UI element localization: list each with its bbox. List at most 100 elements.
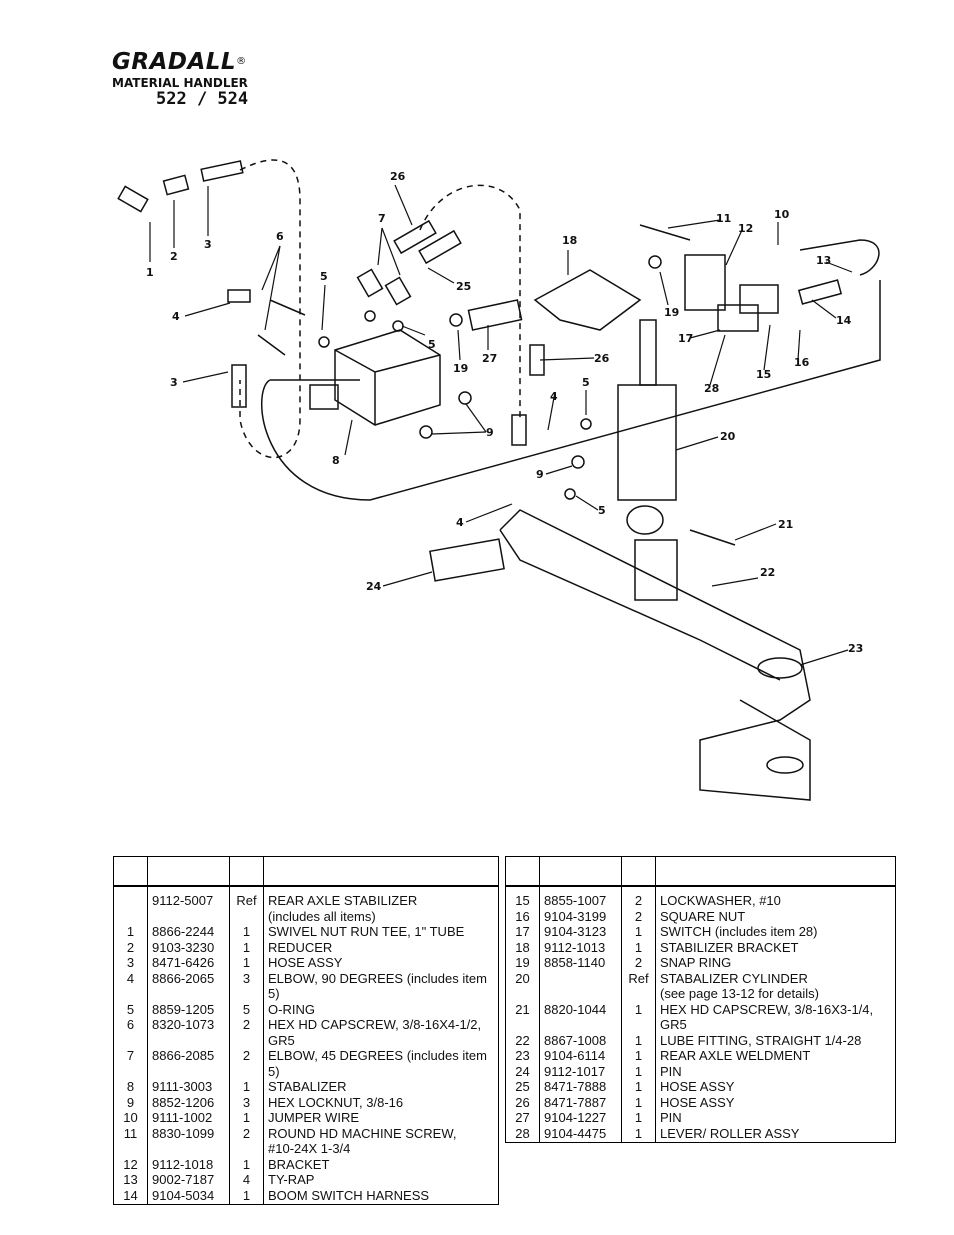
snap-ring-19a (449, 313, 463, 327)
item-number-cell: 4 (113, 970, 148, 1002)
item-number-cell: 24 (505, 1063, 540, 1079)
quantity-cell: 1 (229, 955, 264, 971)
item-number-cell: 23 (505, 1048, 540, 1064)
quantity-cell: 1 (621, 1094, 656, 1110)
part-number-cell: 8820-1044 (539, 1001, 622, 1033)
capscrew-21 (689, 529, 736, 546)
callout-label: 9 (486, 426, 494, 439)
quantity-cell: 1 (621, 1048, 656, 1064)
callout-label: 19 (453, 362, 468, 375)
pin-24 (429, 538, 505, 582)
hose-loop-26 (419, 184, 521, 420)
callout-label: 4 (550, 390, 558, 403)
stabilizer-cylinder-20 (617, 384, 677, 501)
callout-label: 5 (582, 376, 590, 389)
part-number-cell: 9112-1018 (147, 1156, 230, 1172)
part-number-cell: 9112-1013 (539, 939, 622, 955)
part-number-cell: 8471-7888 (539, 1079, 622, 1095)
boom-harness-14 (739, 284, 779, 314)
description-cell: JUMPER WIRE (263, 1110, 499, 1126)
part-number-cell: 8471-6426 (147, 955, 230, 971)
quantity-cell: 1 (621, 1125, 656, 1143)
callout-label: 11 (716, 212, 731, 225)
item-number-cell: 22 (505, 1032, 540, 1048)
hose-3-lower (231, 364, 247, 408)
hose-loop-top-left (239, 159, 301, 459)
callout-label: 7 (378, 212, 386, 225)
part-number-cell: 9104-5034 (147, 1187, 230, 1205)
tee-fitting-1 (117, 185, 149, 213)
part-number-cell: 8867-1008 (539, 1032, 622, 1048)
capscrew-6b (257, 334, 286, 356)
product-subtitle: MATERIAL HANDLER (112, 76, 248, 90)
o-ring-left (318, 336, 330, 348)
part-number-cell: 8852-1206 (147, 1094, 230, 1110)
quantity-cell: 1 (621, 1110, 656, 1126)
item-number-cell: 12 (113, 1156, 148, 1172)
stabilizer-bracket-18 (533, 269, 642, 331)
callout-label: 18 (562, 234, 577, 247)
quantity-cell: 2 (229, 1048, 264, 1079)
capscrew-6a (269, 299, 306, 316)
callout-label: 8 (332, 454, 340, 467)
callout-label: 9 (536, 468, 544, 481)
header-part-number (539, 856, 622, 887)
item-number-cell: 19 (505, 955, 540, 971)
quantity-cell: 2 (621, 955, 656, 971)
part-number-cell: 8866-2085 (147, 1048, 230, 1079)
callout-label: 20 (720, 430, 736, 443)
elbow-7-right (384, 276, 412, 306)
quantity-cell: 2 (229, 1017, 264, 1048)
item-number-cell: 13 (113, 1172, 148, 1188)
part-number-cell: 8320-1073 (147, 1017, 230, 1048)
item-number-cell: 2 (113, 939, 148, 955)
item-number-cell: 10 (113, 1110, 148, 1126)
callout-label: 5 (320, 270, 328, 283)
quantity-cell: 2 (229, 1125, 264, 1157)
part-number-cell: 8830-1099 (147, 1125, 230, 1157)
header-item (113, 856, 148, 887)
o-ring-right (392, 320, 404, 332)
o-ring-mid (580, 418, 592, 430)
o-ring-low (564, 488, 576, 500)
callout-label: 26 (594, 352, 610, 365)
quantity-cell: 1 (621, 1032, 656, 1048)
elbow-4-upper (227, 289, 251, 303)
header-qty (621, 856, 656, 887)
table-header-row (505, 856, 896, 887)
hose-end-3 (200, 160, 244, 182)
description-cell: LUBE FITTING, STRAIGHT 1/4-28 (655, 1032, 896, 1048)
callout-label: 12 (738, 222, 753, 235)
item-number-cell: 8 (113, 1079, 148, 1095)
part-number-cell: 9104-4475 (539, 1125, 622, 1143)
item-number-cell: 26 (505, 1094, 540, 1110)
description-cell: BRACKET (263, 1156, 499, 1172)
brand-name: GRADALL® (112, 49, 247, 75)
callout-label: 25 (456, 280, 471, 293)
part-number-cell: 8859-1205 (147, 1001, 230, 1017)
quantity-cell: 2 (621, 908, 656, 924)
description-cell: ELBOW, 45 DEGREES (includes item 5) (263, 1048, 499, 1079)
header-description (655, 856, 896, 887)
header-description (263, 856, 499, 887)
header-part-number (147, 856, 230, 887)
callout-label: 10 (774, 208, 790, 221)
callout-label: 1 (146, 266, 154, 279)
pin-27 (467, 299, 523, 331)
description-cell: STABALIZER CYLINDER (see page 13-12 for … (655, 970, 896, 1002)
quantity-cell: 1 (229, 1187, 264, 1205)
item-number-cell: 5 (113, 1001, 148, 1017)
part-number-cell: 8858-1140 (539, 955, 622, 971)
